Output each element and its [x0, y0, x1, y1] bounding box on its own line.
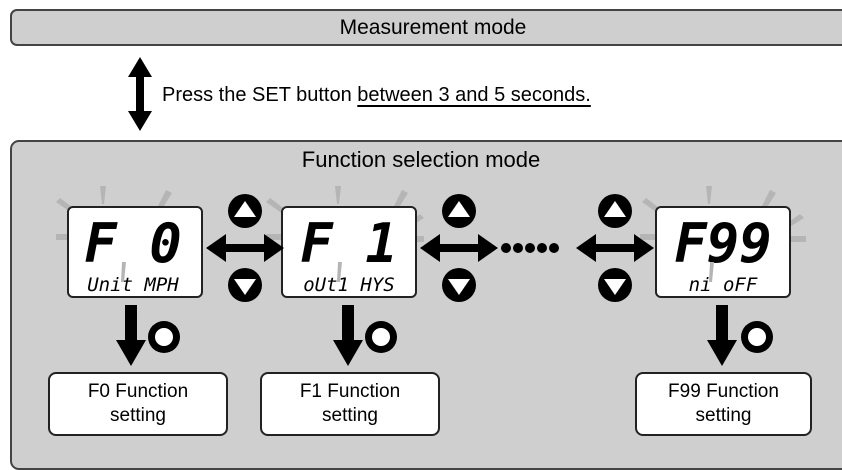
lcd-sub-text-2: oUt1 HYS — [303, 274, 395, 296]
horizontal-double-arrow-2 — [420, 234, 498, 262]
set-button-icon-2 — [365, 321, 397, 353]
up-button-icon-2 — [442, 194, 476, 228]
measurement-mode-label: Measurement mode — [339, 15, 527, 39]
down-button-icon-3 — [598, 268, 632, 302]
up-button-icon-1 — [228, 194, 262, 228]
lcd-display-3 — [655, 206, 791, 298]
horizontal-double-arrow-1 — [206, 234, 284, 262]
flash-rays-2b — [337, 262, 342, 282]
down-arrow-3 — [707, 305, 737, 366]
lcd-sub-text-1: Unit MPH — [87, 274, 179, 296]
setting-line2: setting — [322, 405, 378, 426]
lcd-main-text-2: F 1 — [300, 212, 398, 275]
f0-function-setting-box: F0 Function setting — [48, 372, 228, 436]
horizontal-double-arrow-3 — [576, 234, 654, 262]
set-button-icon-3 — [741, 321, 773, 353]
lcd-sub-text-3: ni oFF — [689, 274, 758, 296]
up-button-icon-3 — [598, 194, 632, 228]
flash-rays-1b — [121, 262, 126, 282]
f99-function-setting-box: F99 Function setting — [635, 372, 812, 436]
diagram-graphics: F 0 Unit MPH F 1 oUt1 HYS F99 ni oFF — [56, 57, 806, 366]
setting-line1: F0 Function — [87, 381, 189, 402]
set-button-icon-1 — [148, 321, 180, 353]
lcd-display-1 — [67, 206, 203, 298]
down-button-icon-1 — [228, 268, 262, 302]
mode-switch-arrow — [128, 57, 152, 131]
instruction-prefix: Press the SET button — [162, 84, 358, 106]
setting-line1: F1 Function — [299, 381, 401, 402]
down-arrow-2 — [333, 305, 363, 366]
setting-line2: setting — [695, 405, 752, 426]
lcd-main-text-1: F 0 — [84, 212, 182, 275]
down-button-icon-2 — [442, 268, 476, 302]
instruction-duration: between 3 and 5 seconds. — [357, 84, 591, 106]
lcd-display-2 — [281, 206, 417, 298]
function-selection-title: Function selection mode — [301, 147, 541, 172]
lcd-main-text-3: F99 — [674, 212, 772, 275]
ellipsis-dots — [501, 243, 559, 253]
setting-line1: F99 Function — [668, 381, 779, 402]
flash-rays-3b — [709, 262, 714, 282]
instruction-text: Press the SET button between 3 and 5 sec… — [162, 84, 591, 107]
measurement-mode-box: Measurement mode — [10, 9, 842, 46]
f1-function-setting-box: F1 Function setting — [260, 372, 440, 436]
setting-line2: setting — [110, 405, 166, 426]
down-arrow-1 — [116, 305, 146, 366]
